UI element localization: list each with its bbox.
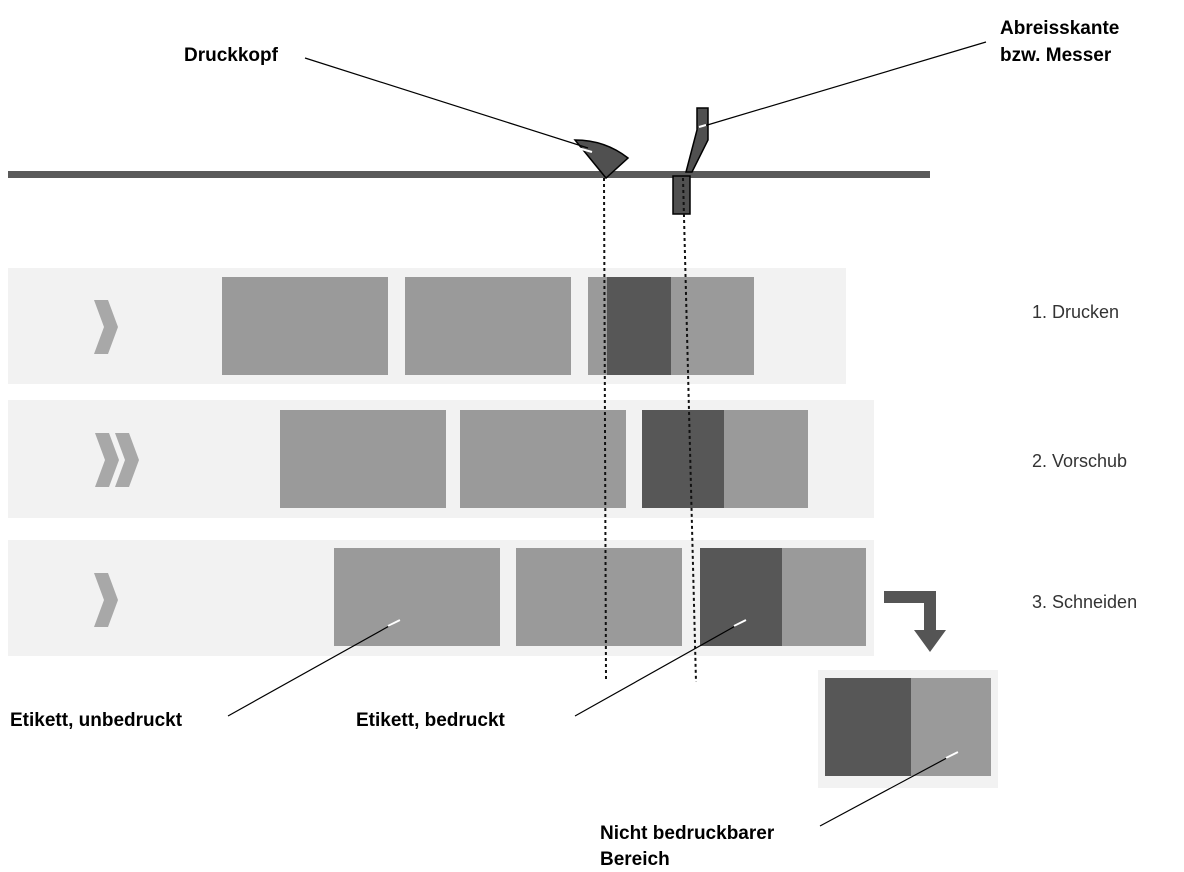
label-unprinted — [222, 277, 388, 375]
printed-area — [642, 410, 724, 508]
printed-area — [607, 277, 671, 375]
leader-line — [304, 57, 589, 149]
feed-arrow-icon — [115, 433, 139, 487]
leader-line — [387, 619, 401, 627]
non-printable-callout-line1: Nicht bedruckbarer — [600, 823, 775, 844]
feed-arrow-icon — [94, 573, 118, 627]
non-printable-callout-line2: Bereich — [600, 849, 670, 870]
leader-line — [703, 41, 987, 127]
cut-line-marker — [682, 177, 697, 683]
leader-line — [574, 619, 747, 717]
label-unprinted — [280, 410, 446, 508]
cut-label — [818, 670, 998, 788]
feed-arrow-icon — [95, 433, 119, 487]
row-printing — [8, 268, 846, 384]
leader-line — [577, 147, 593, 153]
cutter-blade-icon — [685, 107, 709, 173]
label-unprinted-callout: Etikett, unbedruckt — [10, 710, 183, 731]
print-head-icon — [573, 139, 630, 180]
leader-line — [227, 619, 401, 717]
row-cutting — [8, 540, 874, 656]
row-feed — [8, 400, 874, 518]
label-unprinted — [516, 548, 682, 646]
step-label-cut: 3. Schneiden — [1032, 592, 1137, 612]
feed-arrow-icon — [94, 300, 118, 354]
printed-area — [825, 678, 911, 776]
label-unprinted — [334, 548, 500, 646]
leader-line — [819, 751, 959, 827]
tear-edge-callout-line2: bzw. Messer — [1000, 45, 1112, 66]
label-unprinted — [405, 277, 571, 375]
tear-edge-callout-line1: Abreisskante — [1000, 18, 1119, 39]
leader-line — [733, 619, 747, 627]
step-label-feed: 2. Vorschub — [1032, 451, 1127, 471]
leader-line — [945, 751, 959, 759]
cut-down-arrow-icon — [884, 591, 946, 652]
cutter-block-icon — [672, 175, 691, 215]
leader-line — [698, 124, 707, 128]
step-label-print: 1. Drucken — [1032, 302, 1119, 322]
label-unprinted — [460, 410, 626, 508]
printed-area — [700, 548, 782, 646]
label-printed-callout: Etikett, bedruckt — [356, 710, 506, 731]
paper-rail — [8, 171, 930, 178]
print-head-callout: Druckkopf — [184, 45, 279, 66]
